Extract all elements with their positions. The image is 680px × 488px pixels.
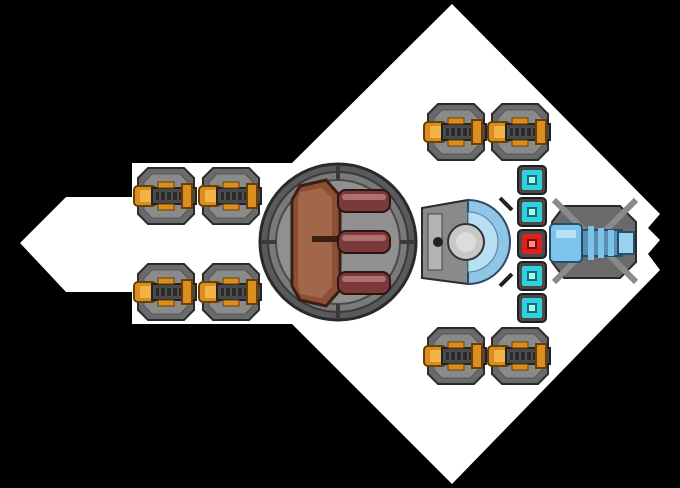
power-node-cyan-icon[interactable]: [517, 261, 547, 291]
gun-turret-icon[interactable]: [487, 327, 551, 385]
gun-turret-icon[interactable]: [133, 167, 197, 225]
engine-thruster-icon[interactable]: [549, 197, 639, 285]
shield-core-icon[interactable]: [421, 196, 514, 288]
gun-turret-icon[interactable]: [487, 103, 551, 161]
power-node-cyan-icon[interactable]: [517, 293, 547, 323]
gun-turret-icon[interactable]: [198, 263, 262, 321]
main-turret-icon[interactable]: [258, 162, 418, 322]
gun-turret-icon[interactable]: [198, 167, 262, 225]
gun-turret-icon[interactable]: [133, 263, 197, 321]
power-node-cyan-icon[interactable]: [517, 197, 547, 227]
power-node-cyan-icon[interactable]: [517, 165, 547, 195]
gun-turret-icon[interactable]: [423, 327, 487, 385]
power-node-red-icon[interactable]: [517, 229, 547, 259]
gun-turret-icon[interactable]: [423, 103, 487, 161]
